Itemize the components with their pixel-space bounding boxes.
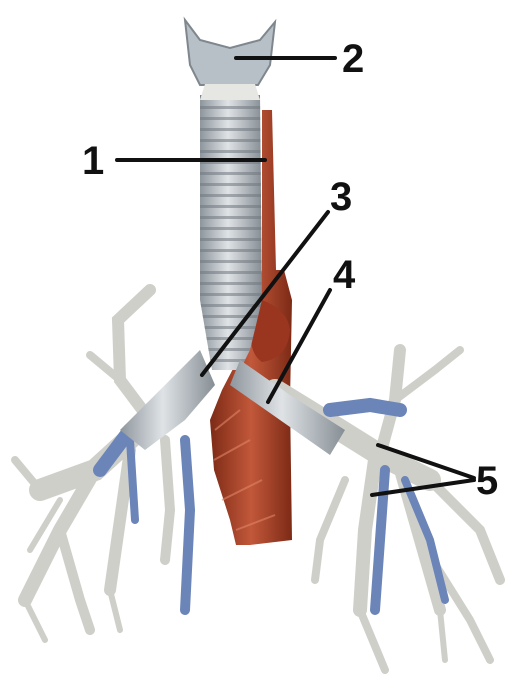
- label-2: 2: [342, 37, 364, 81]
- label-5: 5: [476, 459, 498, 503]
- label-4: 4: [333, 253, 356, 297]
- label-3: 3: [330, 175, 352, 219]
- label-1: 1: [82, 139, 104, 183]
- right-bronchial-tree: [275, 350, 500, 670]
